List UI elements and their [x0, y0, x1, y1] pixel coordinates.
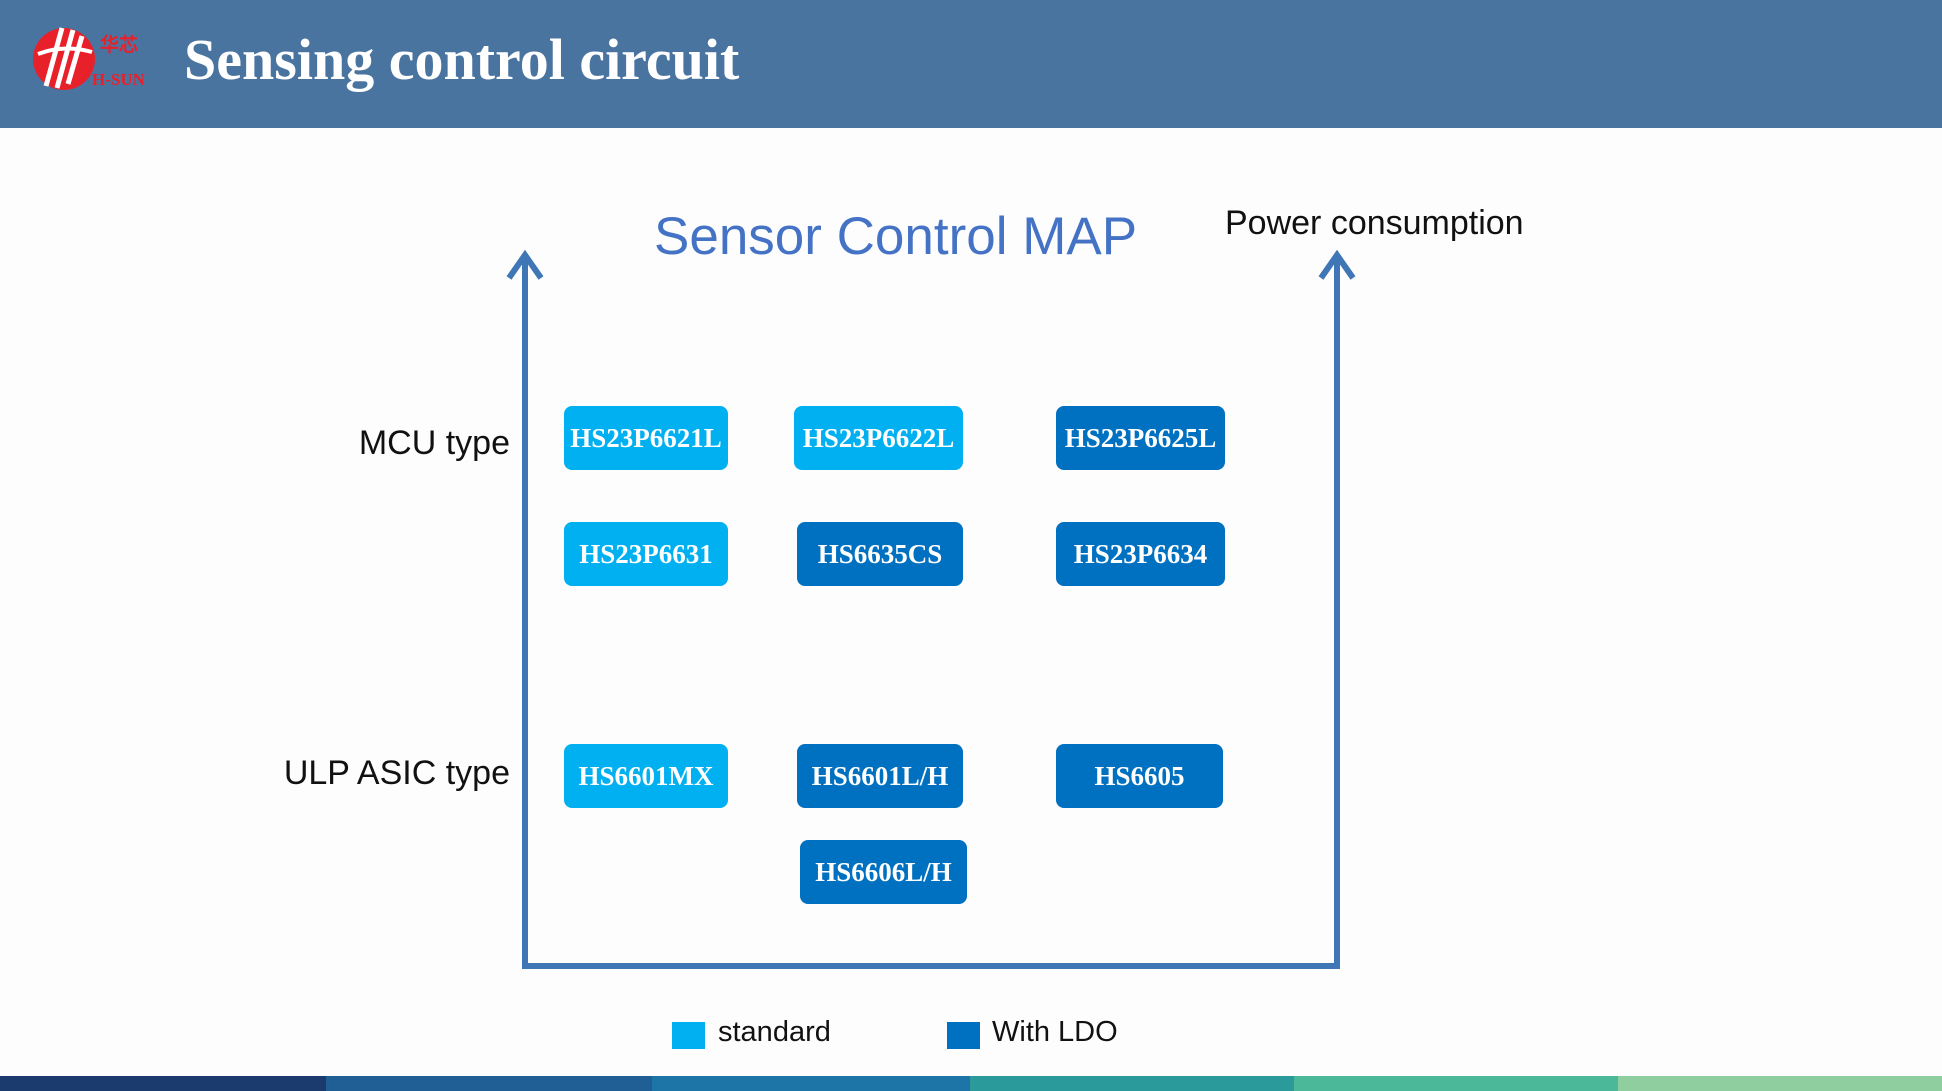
power-consumption-label: Power consumption [1225, 204, 1524, 242]
chip-hs6605: HS6605 [1056, 744, 1223, 808]
page-title: Sensing control circuit [184, 27, 740, 92]
chip-hs6606l-h: HS6606L/H [800, 840, 967, 904]
header-bar: 华芯 H-SUN Sensing control circuit [0, 0, 1942, 128]
company-logo: 华芯 H-SUN [30, 14, 162, 104]
footer-stripe [326, 1076, 652, 1091]
footer-stripe [652, 1076, 970, 1091]
mcu-type-label: MCU type [358, 424, 510, 462]
legend-standard-swatch [672, 1022, 705, 1049]
chip-hs23p6621l: HS23P6621L [564, 406, 728, 470]
chip-hs6601l-h: HS6601L/H [797, 744, 963, 808]
footer-stripe [970, 1076, 1294, 1091]
chip-hs6635cs: HS6635CS [797, 522, 963, 586]
footer-stripe [1294, 1076, 1618, 1091]
footer-stripe [1618, 1076, 1942, 1091]
logo-emblem-icon [33, 27, 95, 90]
chip-hs23p6631: HS23P6631 [564, 522, 728, 586]
chip-hs6601mx: HS6601MX [564, 744, 728, 808]
ulp-asic-type-label: ULP ASIC type [283, 754, 510, 792]
logo-english-text: H-SUN [92, 70, 145, 89]
legend-with-ldo-label: With LDO [992, 1016, 1118, 1048]
chip-hs23p6622l: HS23P6622L [794, 406, 963, 470]
chip-hs23p6625l: HS23P6625L [1056, 406, 1225, 470]
diagram-title: Sensor Control MAP [654, 207, 1138, 266]
right-axis-arrow [1318, 249, 1356, 968]
footer-stripe [0, 1076, 326, 1091]
left-axis-arrow [506, 249, 544, 968]
chip-hs23p6634: HS23P6634 [1056, 522, 1225, 586]
logo-chinese-text: 华芯 [100, 34, 139, 56]
legend-standard-label: standard [718, 1016, 831, 1048]
legend-with-ldo-swatch [947, 1022, 980, 1049]
